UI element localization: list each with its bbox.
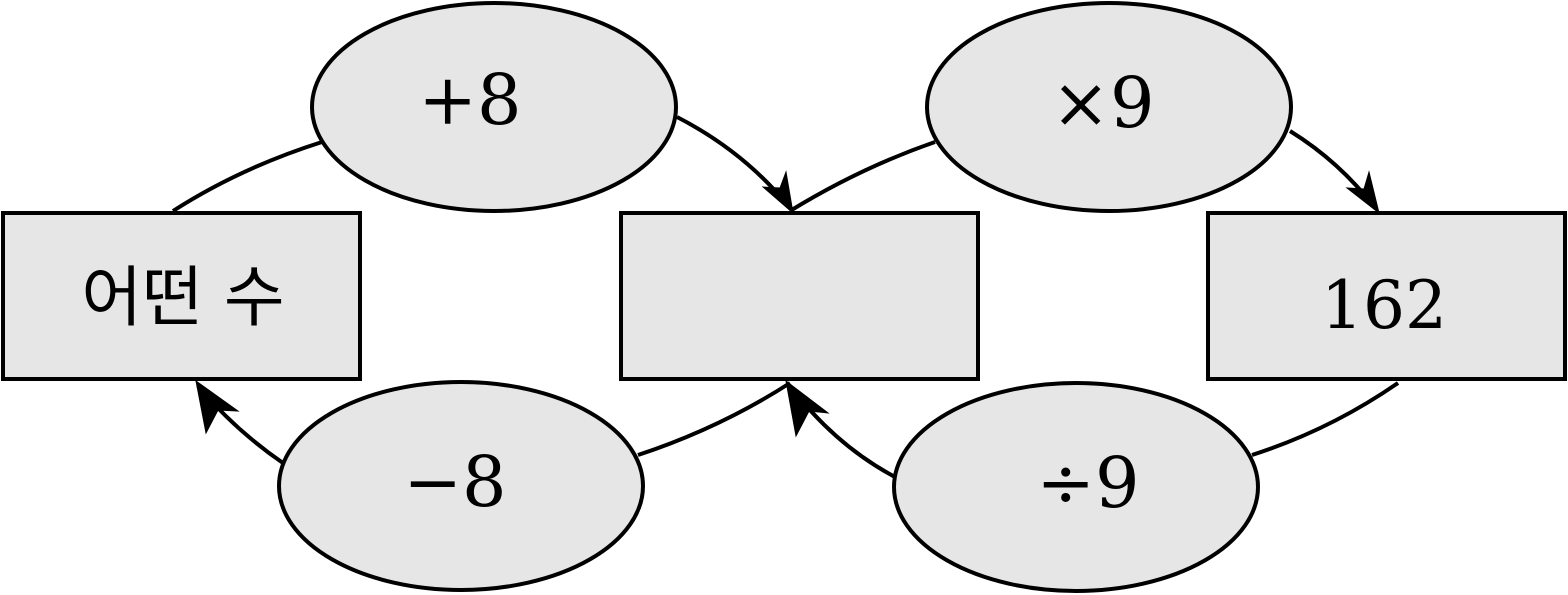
oval-div-9-label: ÷9 [1036, 442, 1139, 524]
oval-times-9-label: ×9 [1051, 62, 1154, 144]
oval-plus-8: +8 [310, 1, 678, 213]
box-right: 162 [1206, 211, 1567, 381]
box-right-label: 162 [1321, 267, 1447, 344]
arrow-head-into-right-box [1345, 170, 1380, 215]
connector-middle-to-times9 [788, 140, 936, 213]
connector-middle-to-minus8 [637, 381, 792, 457]
oval-times-9: ×9 [925, 1, 1293, 213]
box-left: 어떤 수 [1, 211, 362, 381]
arrow-head-into-left-box [195, 379, 240, 435]
oval-minus-8-label: −8 [403, 441, 506, 523]
arrow-head-into-middle-top [761, 170, 794, 215]
oval-div-9: ÷9 [892, 381, 1260, 593]
box-left-label: 어떤 수 [81, 259, 284, 336]
connectors [171, 115, 1400, 479]
oval-minus-8: −8 [277, 380, 645, 592]
arrow-heads [195, 170, 1380, 438]
connector-left-to-plus8 [171, 140, 323, 213]
oval-plus-8-label: +8 [418, 59, 521, 141]
arrow-head-into-middle-bottom [785, 379, 830, 438]
box-middle [619, 211, 980, 381]
connector-right-to-div9 [1251, 381, 1400, 457]
